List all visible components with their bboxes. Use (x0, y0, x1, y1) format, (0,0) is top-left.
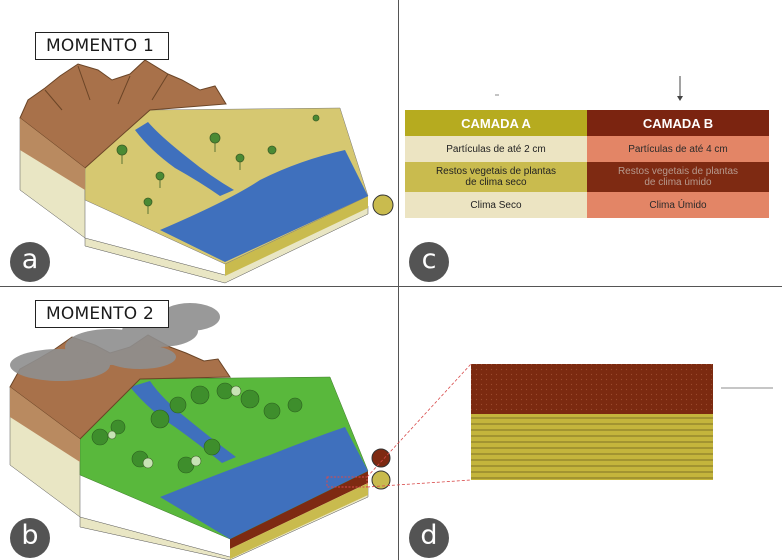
layer-marker-icon (372, 194, 394, 216)
mountain-ridges (44, 65, 169, 111)
layer-b-strip (230, 471, 368, 549)
mountain-shadow (10, 387, 80, 462)
header-camada-b: CAMADA B (587, 110, 769, 136)
tree-icon (107, 385, 242, 469)
panel-c: c (399, 0, 782, 286)
reference-arrow (495, 76, 683, 101)
layer-a-strip (230, 483, 368, 559)
camada-b-layer (471, 364, 713, 414)
river (135, 122, 234, 196)
water-body (160, 150, 368, 262)
moment-1-label: MOMENTO 1 (35, 32, 169, 60)
cell-a-climate: Clima Seco (405, 192, 587, 218)
cell-b-particles: Partículas de até 4 cm (587, 136, 769, 162)
mountain-range (19, 59, 227, 169)
layer-detail (471, 364, 773, 480)
panel-c-letter: c (409, 242, 449, 282)
header-camada-a: CAMADA A (405, 110, 587, 136)
cell-b-climate: Clima Úmido (587, 192, 769, 218)
table-row: Clima Seco Clima Úmido (405, 192, 769, 218)
layer-a-strip (225, 196, 368, 276)
mountain-shadow (20, 118, 85, 190)
landscape-humid (9, 303, 391, 560)
table-row: Partículas de até 2 cm Partículas de até… (405, 136, 769, 162)
panel-a-letter: a (10, 242, 50, 282)
panel-b: MOMENTO 2 b (0, 287, 398, 560)
layer-marker-icon (371, 448, 391, 468)
layer-comparison-table: CAMADA A CAMADA B Partículas de até 2 cm… (405, 110, 769, 218)
tree-icon (116, 114, 320, 214)
landscape-dry (19, 59, 394, 284)
panel-divider-horizontal (0, 286, 782, 287)
panel-d-letter: d (409, 518, 449, 558)
detail-callout-box (326, 476, 368, 488)
panel-a: MOMENTO 1 a (0, 0, 398, 286)
table-header-row: CAMADA A CAMADA B (405, 110, 769, 136)
water-body (160, 427, 368, 539)
bush-icon (91, 382, 303, 474)
cell-a-particles: Partículas de até 2 cm (405, 136, 587, 162)
moment-2-label: MOMENTO 2 (35, 300, 169, 328)
panel-b-letter: b (10, 518, 50, 558)
panel-divider-vertical (398, 0, 399, 560)
panel-d: d (399, 287, 782, 560)
layer-marker-icon (371, 470, 391, 490)
camada-a-layer (471, 414, 713, 480)
